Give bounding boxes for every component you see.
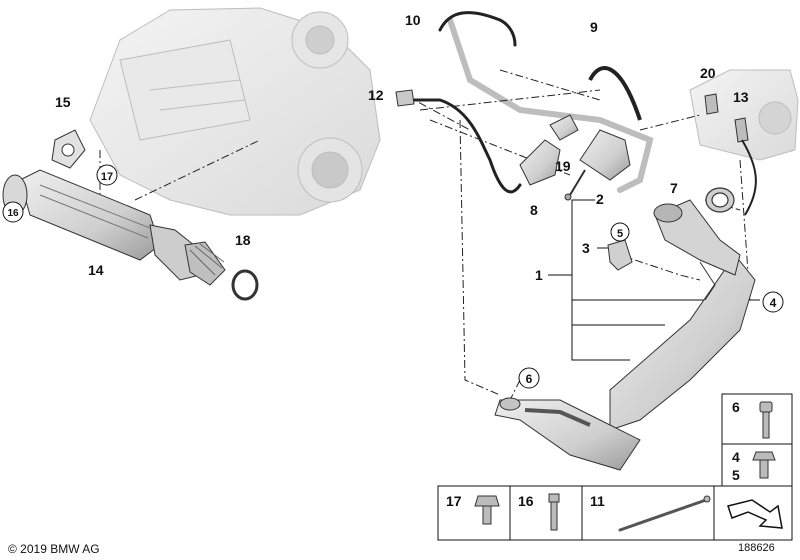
sensor-12 [395,89,415,107]
callout-15: 15 [55,94,71,110]
legend-label-16: 16 [518,493,534,509]
bolt-4-5-icon [752,451,776,479]
legend-box-6: 6 [721,393,793,445]
copyright-text: © 2019 BMW AG [8,542,100,556]
callout-8: 8 [530,202,538,218]
legend-label-4: 4 [732,449,740,465]
legend-label-17: 17 [446,493,462,509]
callout-17: 17 [101,171,113,183]
callout-3: 3 [582,240,590,256]
sensor-20 [704,93,757,216]
callout-16: 16 [7,208,19,219]
direction-arrow-icon [727,499,783,529]
callout-1: 1 [535,267,543,283]
callout-18: 18 [235,232,251,248]
callout-9: 9 [590,19,598,35]
diagram-number: 188626 [738,542,775,554]
callout-12: 12 [368,87,384,103]
callout-5: 5 [617,228,623,240]
egr-cooler-14 [2,169,201,281]
clamp-7 [705,187,735,213]
cable-tie-11-icon [618,498,708,532]
engine-block [89,7,381,216]
callout-6: 6 [526,372,533,386]
callout-13: 13 [733,89,749,105]
screw-6-icon [759,401,773,439]
circled-callouts: 5 4 6 17 16 [2,164,784,389]
legend-label-6: 6 [732,399,740,415]
valve-8 [519,114,579,186]
legend-box-arrow [713,485,793,541]
legend-label-11: 11 [590,493,605,509]
legend-label-5: 5 [732,467,740,483]
gasket-15 [51,129,86,169]
legend-box-16: 16 [509,485,583,541]
callout-20: 20 [700,65,716,81]
callout-14: 14 [88,262,104,278]
bolt-17-icon [474,495,500,525]
callout-4: 4 [770,296,777,310]
callouts: 1 2 3 7 8 9 10 12 13 14 15 18 19 20 [55,12,749,283]
actuator-2 [564,66,642,201]
legend-box-17: 17 [437,485,511,541]
hose-18 [184,241,259,301]
callout-2: 2 [596,191,604,207]
stud-16-icon [548,493,560,531]
group-bracket [548,199,760,361]
bracket-5 [607,239,633,271]
egr-cooler [494,199,756,471]
hose-10 [398,11,522,194]
turbo-fragment [689,69,799,161]
coolant-tube [447,17,654,193]
callout-10: 10 [405,12,421,28]
legend-box-11: 11 [581,485,715,541]
callout-19: 19 [555,158,571,174]
callout-7: 7 [670,180,678,196]
legend-box-4-5: 4 5 [721,443,793,487]
